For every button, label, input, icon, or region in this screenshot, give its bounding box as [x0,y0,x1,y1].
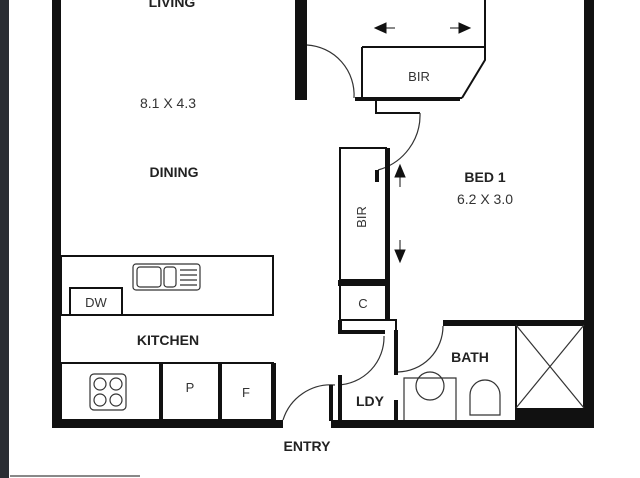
kitchen-fixtures [60,255,276,421]
label-bed1-dim: 6.2 X 3.0 [457,191,513,207]
label-pantry: P [186,380,195,395]
outer-walls [52,0,594,428]
label-bir-top: BIR [408,69,430,84]
toilet-icon [469,379,501,416]
label-fridge: F [242,385,250,400]
label-living: LIVING [149,0,196,10]
left-frame-edge [0,0,9,478]
label-bed1: BED 1 [464,169,505,185]
bedroom-walls [282,0,585,421]
label-entry: ENTRY [284,438,332,454]
label-dining: DINING [150,164,199,180]
sink-icon [132,263,201,291]
label-living-dim: 8.1 X 4.3 [140,95,196,111]
cooktop-icon [89,373,127,411]
label-kitchen: KITCHEN [137,332,199,348]
label-laundry: LDY [356,393,385,409]
label-bath: BATH [451,349,489,365]
dishwasher [69,287,123,316]
bath-fixtures [403,324,585,421]
label-dishwasher: DW [85,295,107,310]
arrows [373,22,472,264]
label-cupboard: C [358,296,367,311]
basin-icon [415,371,445,401]
label-bir-side: BIR [354,206,369,228]
shower [515,324,585,421]
